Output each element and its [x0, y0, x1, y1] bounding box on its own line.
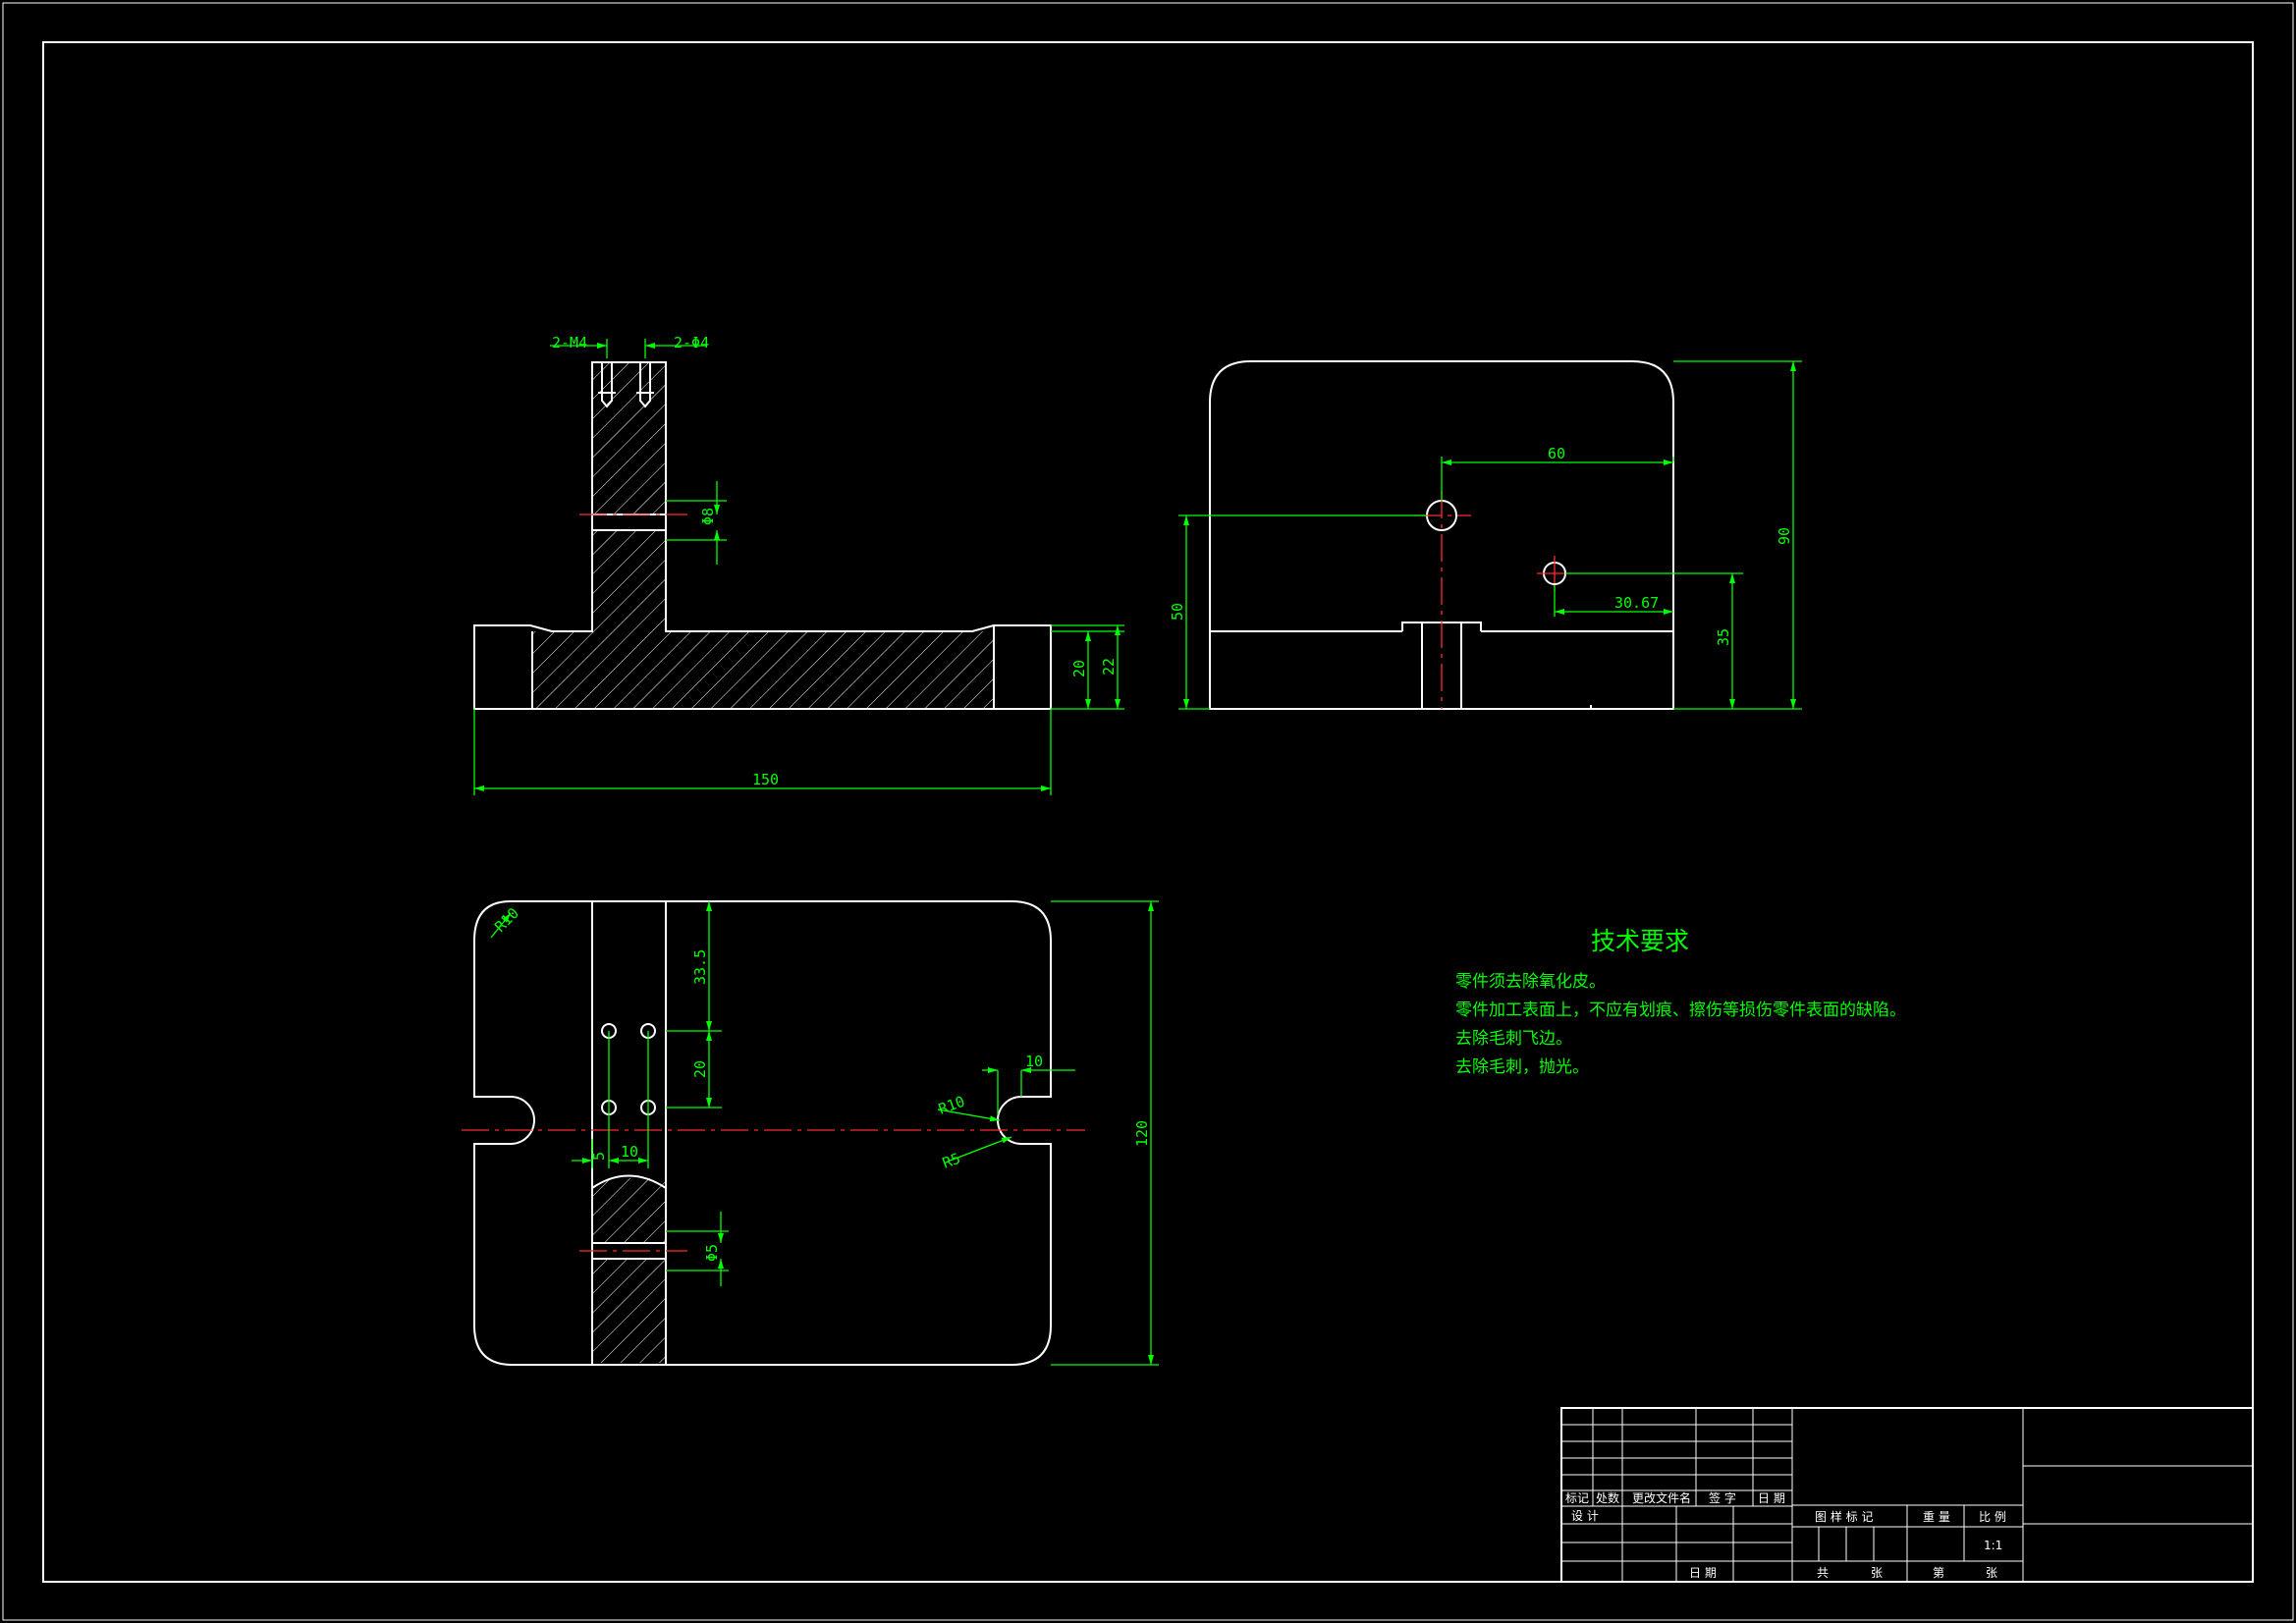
dim-90: 90 [1776, 527, 1793, 545]
dim-phi5: Φ5 [703, 1244, 721, 1262]
tech-item-2: 零件加工表面上，不应有划痕、擦伤等损伤零件表面的缺陷。 [1455, 1001, 1906, 1020]
drawing-frame [42, 41, 2254, 1583]
dim-2phi4: 2-Φ4 [674, 334, 709, 352]
dim-r5: R5 [940, 1150, 962, 1172]
title-block: 标记 处数 更改文件名 签 字 日 期 设 计 日 期 图 样 标 记 重 量 … [1560, 1407, 2254, 1583]
dim-20-holes: 20 [691, 1060, 709, 1078]
dim-phi8: Φ8 [699, 508, 717, 525]
dim-50: 50 [1169, 603, 1186, 621]
tb-weight: 重 量 [1923, 1510, 1950, 1524]
top-view: R10 33.5 20 5 10 Φ5 10 R10 R5 120 [462, 900, 1159, 1366]
dim-2m4: 2-M4 [552, 334, 587, 352]
dim-30-67: 30.67 [1614, 594, 1659, 612]
tb-scale-value: 1:1 [1984, 1539, 2002, 1552]
tb-sign: 签 字 [1709, 1490, 1736, 1505]
dim-60: 60 [1548, 445, 1565, 462]
technical-requirements: 技术要求 零件须去除氧化皮。 零件加工表面上，不应有划痕、擦伤等损伤零件表面的缺… [1455, 927, 1906, 1077]
tb-count: 处数 [1596, 1490, 1619, 1505]
dim-35: 35 [1715, 628, 1732, 646]
dim-10-holes: 10 [621, 1143, 638, 1161]
tech-item-3: 去除毛刺飞边。 [1455, 1029, 1572, 1049]
dim-10-slot: 10 [1025, 1053, 1043, 1070]
tb-sheets: 张 [1871, 1566, 1883, 1580]
tb-docno: 更改文件名 [1632, 1490, 1691, 1505]
tb-sheet-no: 第 [1933, 1566, 1944, 1580]
dim-33-5: 33.5 [691, 949, 709, 985]
tb-mark: 标记 [1565, 1491, 1589, 1505]
tb-date: 日 期 [1758, 1491, 1785, 1505]
tb-sheet-unit: 张 [1986, 1566, 1997, 1580]
dim-150: 150 [752, 771, 779, 788]
front-view: 2-M4 2-Φ4 Φ8 20 22 150 [473, 334, 1124, 795]
tb-design: 设 计 [1571, 1509, 1599, 1523]
dim-20: 20 [1070, 660, 1088, 677]
tech-item-1: 零件须去除氧化皮。 [1455, 972, 1606, 992]
tb-date2: 日 期 [1689, 1566, 1717, 1580]
side-view: 60 90 50 30.67 35 [1169, 360, 1802, 710]
tb-total: 共 [1817, 1566, 1829, 1580]
dim-22: 22 [1100, 658, 1118, 676]
dim-5: 5 [590, 1152, 608, 1161]
tb-scale: 比 例 [1979, 1510, 2006, 1524]
dim-120: 120 [1133, 1120, 1151, 1147]
tech-item-4: 去除毛刺，抛光。 [1455, 1057, 1589, 1077]
tech-title: 技术要求 [1591, 927, 1689, 955]
tb-stage-mark: 图 样 标 记 [1815, 1509, 1873, 1524]
